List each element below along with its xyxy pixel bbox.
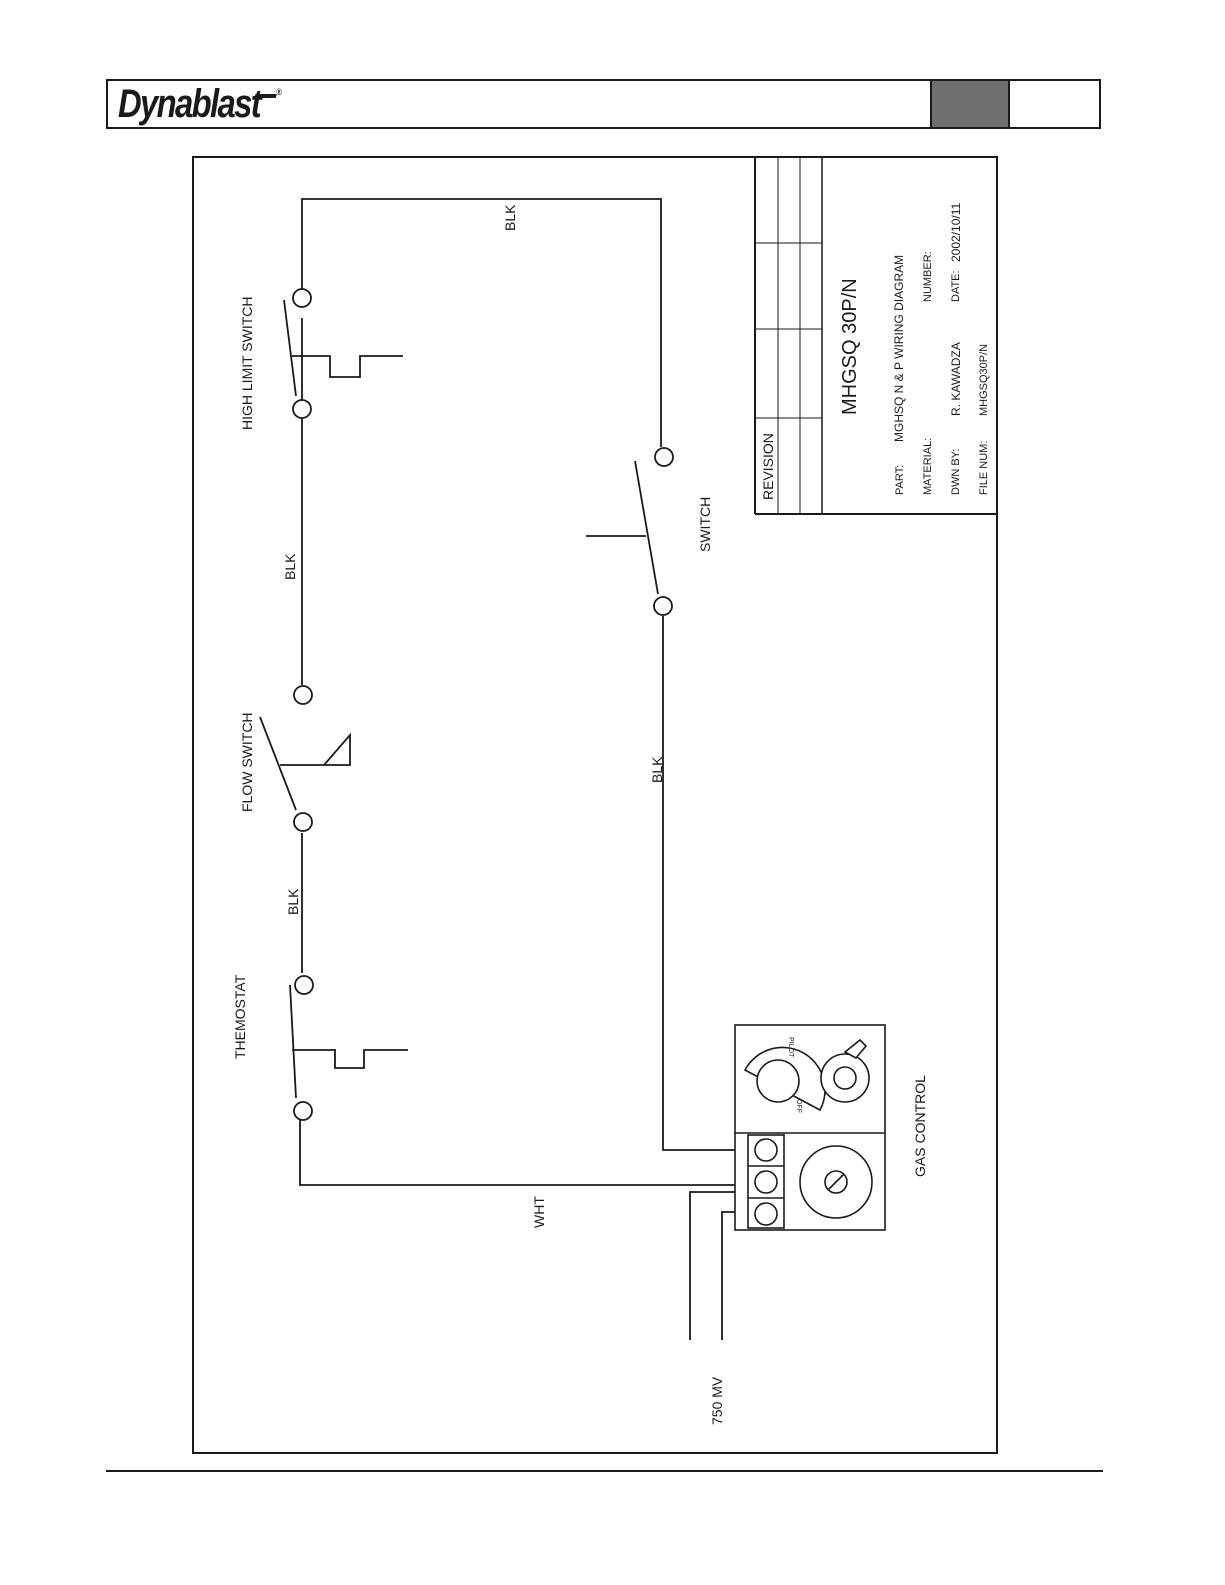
number-label: NUMBER: (922, 251, 934, 302)
wire-label-upper-left: BLK (282, 553, 298, 580)
file-num-label: FILE NUM: (978, 441, 990, 495)
power-label: 750 MV (709, 1376, 725, 1425)
file-num-value: MHGSQ30P/N (978, 344, 990, 416)
revision-label: REVISION (760, 433, 776, 500)
footer-rule (106, 1470, 1103, 1472)
switch-label: SWITCH (697, 497, 713, 552)
terminal-3 (755, 1203, 777, 1225)
part-value: MGHSQ N & P WIRING DIAGRAM (892, 255, 906, 442)
off-knob-label: OFF (795, 1099, 802, 1113)
gas-control (735, 1025, 885, 1230)
drawing-title: MHGSQ 30P/N (839, 278, 861, 415)
switch (586, 448, 673, 615)
wire-label-middle-left: BLK (285, 888, 301, 915)
part-label: PART: (894, 465, 906, 495)
wire-bottom-wht (300, 1120, 748, 1185)
gas-control-label: GAS CONTROL (912, 1075, 928, 1177)
themostat-label: THEMOSTAT (232, 974, 248, 1059)
wiring (300, 199, 748, 1340)
dwn-by-label: DWN BY: (950, 449, 962, 495)
title-block: REVISION MHGSQ 30P/N PART: MGHSQ N & P W… (755, 157, 997, 514)
wire-top-right (302, 199, 661, 447)
material-label: MATERIAL: (922, 438, 934, 495)
wire-label-top-right: BLK (502, 204, 518, 231)
dwn-by-value: R. KAWADZA (949, 342, 963, 416)
date-value: 2002/10/11 (949, 203, 963, 262)
wire-label-center: BLK (649, 756, 665, 783)
flow-switch (260, 686, 350, 831)
thermostat (290, 976, 408, 1120)
high-limit-switch-label: HIGH LIMIT SWITCH (239, 296, 255, 430)
date-label: DATE: (950, 270, 962, 302)
wire-label-bottom: WHT (531, 1196, 547, 1228)
drawing-frame (193, 157, 997, 1453)
terminal-2 (755, 1171, 777, 1193)
lead-750mv-2 (722, 1212, 748, 1340)
pilot-knob-label: PILOT (787, 1037, 794, 1058)
terminal-1 (755, 1139, 777, 1161)
flow-switch-label: FLOW SWITCH (239, 712, 255, 812)
